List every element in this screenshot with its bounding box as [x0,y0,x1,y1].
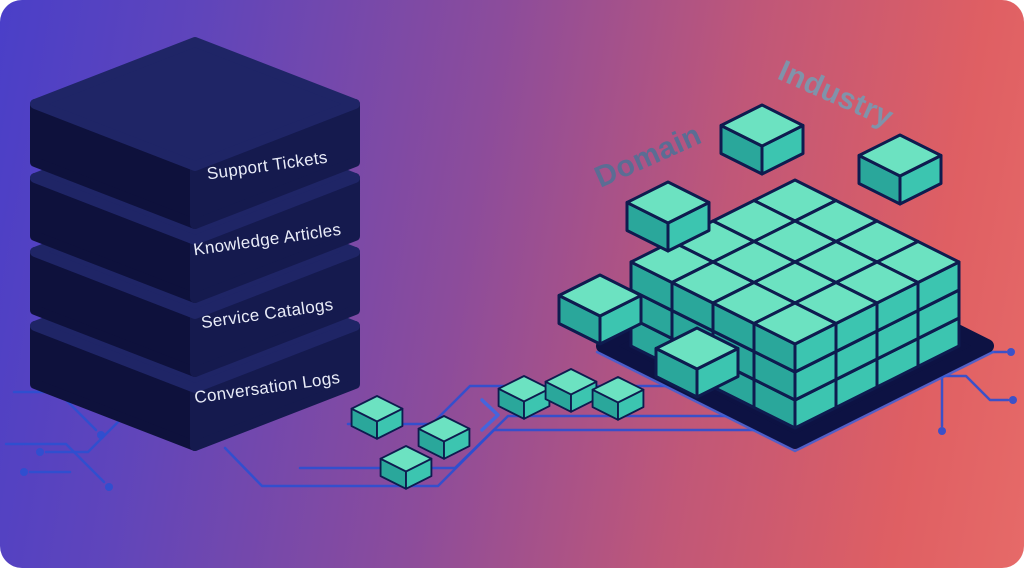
floating-cube [857,133,943,206]
packet-cube [350,395,404,440]
packet-cube [379,445,433,490]
circuit-node [938,427,946,435]
circuit-line [44,418,122,454]
packet-cube [497,375,551,420]
flow-arrow-icon [480,398,500,432]
stack-layer: Support Tickets [30,37,360,229]
packet-cube [591,376,645,421]
circuit-line [223,428,772,488]
circuit-line [4,442,106,484]
circuit-node [20,468,28,476]
packet-cube [417,415,471,460]
stack-layer-face [30,37,360,171]
circuit-node [36,448,44,456]
domain-axis-label: Domain [590,118,707,194]
packet-cube [544,368,598,413]
circuit-node [1009,396,1017,404]
platform-rim [595,350,995,453]
circuit-node [105,483,113,491]
database-stack: Conversation Logs Service Catalogs Knowl… [30,37,360,451]
circuit-node [1007,348,1015,356]
floating-cube [719,103,805,176]
